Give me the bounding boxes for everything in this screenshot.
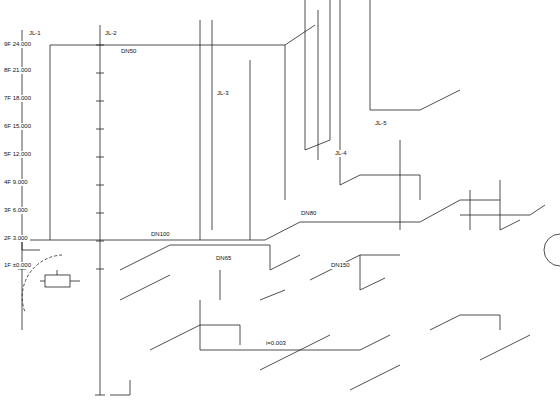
pipe-label: 1F ±0.000: [3, 262, 32, 269]
floor-tick: [18, 269, 26, 270]
pipe-lines: [22, 0, 560, 395]
pipe-label: JL-5: [374, 120, 388, 127]
floor-tick: [96, 213, 104, 214]
pipe-label: DN150: [330, 262, 351, 269]
floor-tick: [96, 157, 104, 158]
floor-tick: [96, 269, 104, 270]
pipe-label: i=0.003: [265, 340, 287, 347]
pipe-label: 6F 15.000: [3, 123, 32, 130]
pipe-label: 8F 21.000: [3, 67, 32, 74]
pipe-label: 3F 6.000: [3, 207, 29, 214]
pipe-label: 5F 12.000: [3, 151, 32, 158]
site-boundary-arc: [544, 234, 560, 266]
branch-pipes: [110, 175, 530, 395]
riser-pipes: [22, 0, 520, 395]
floor-tick: [96, 185, 104, 186]
pipe-label: JL-2: [104, 30, 118, 37]
meter-leads: [40, 270, 80, 281]
main-pipes: [22, 25, 545, 270]
pipe-label: DN100: [150, 231, 171, 238]
pipe-label: DN80: [300, 210, 317, 217]
floor-tick: [96, 101, 104, 102]
pipe-label: JL-3: [216, 90, 230, 97]
pipe-label: 4F 9.000: [3, 179, 29, 186]
pipe-label: 2F 3.000: [3, 235, 29, 242]
pipe-label: 9F 24.000: [3, 41, 32, 48]
pipe-label: 7F 18.000: [3, 95, 32, 102]
pipe-label: JL-1: [28, 30, 42, 37]
floor-tick: [96, 241, 104, 242]
pipe-label: JL-4: [334, 150, 348, 157]
pipe-label: DN50: [120, 48, 137, 55]
floor-tick: [96, 45, 104, 46]
pipe-label: DN65: [215, 255, 232, 262]
floor-tick: [96, 73, 104, 74]
meter-symbol: [45, 275, 70, 287]
floor-tick: [96, 129, 104, 130]
